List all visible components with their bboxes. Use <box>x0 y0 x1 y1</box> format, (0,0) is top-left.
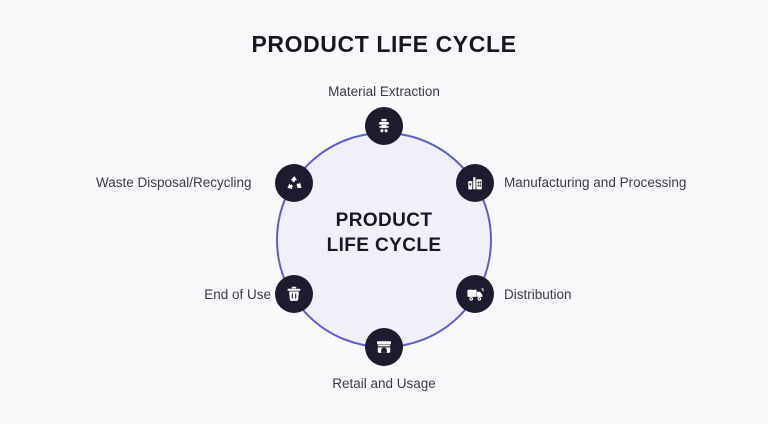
stage-node-waste-disposal-recycling[interactable] <box>275 164 313 202</box>
center-label-line-1: PRODUCT <box>335 210 433 231</box>
center-label-line-2: LIFE CYCLE <box>326 235 442 256</box>
stage-node-end-of-use[interactable] <box>275 275 313 313</box>
storefront-icon <box>375 338 393 356</box>
recycling-icon <box>285 174 304 193</box>
trash-bin-icon <box>285 285 303 303</box>
cycle-center-label: PRODUCT LIFE CYCLE <box>276 208 492 258</box>
stage-label-waste-disposal-recycling: Waste Disposal/Recycling <box>96 175 252 190</box>
stage-node-manufacturing-and-processing[interactable] <box>456 164 494 202</box>
cycle-ring <box>276 132 492 348</box>
stage-node-material-extraction[interactable] <box>365 107 403 145</box>
delivery-truck-icon <box>466 285 485 304</box>
stage-label-material-extraction: Material Extraction <box>328 84 440 99</box>
mining-cart-icon <box>375 117 393 135</box>
page-title: PRODUCT LIFE CYCLE <box>251 31 517 57</box>
factory-icon <box>466 174 484 192</box>
stage-node-retail-and-usage[interactable] <box>365 328 403 366</box>
stage-label-end-of-use: End of Use <box>204 287 271 302</box>
stage-label-distribution: Distribution <box>504 287 572 302</box>
stage-label-manufacturing-and-processing: Manufacturing and Processing <box>504 175 687 190</box>
stage-label-retail-and-usage: Retail and Usage <box>332 376 436 391</box>
stage-node-distribution[interactable] <box>456 275 494 313</box>
